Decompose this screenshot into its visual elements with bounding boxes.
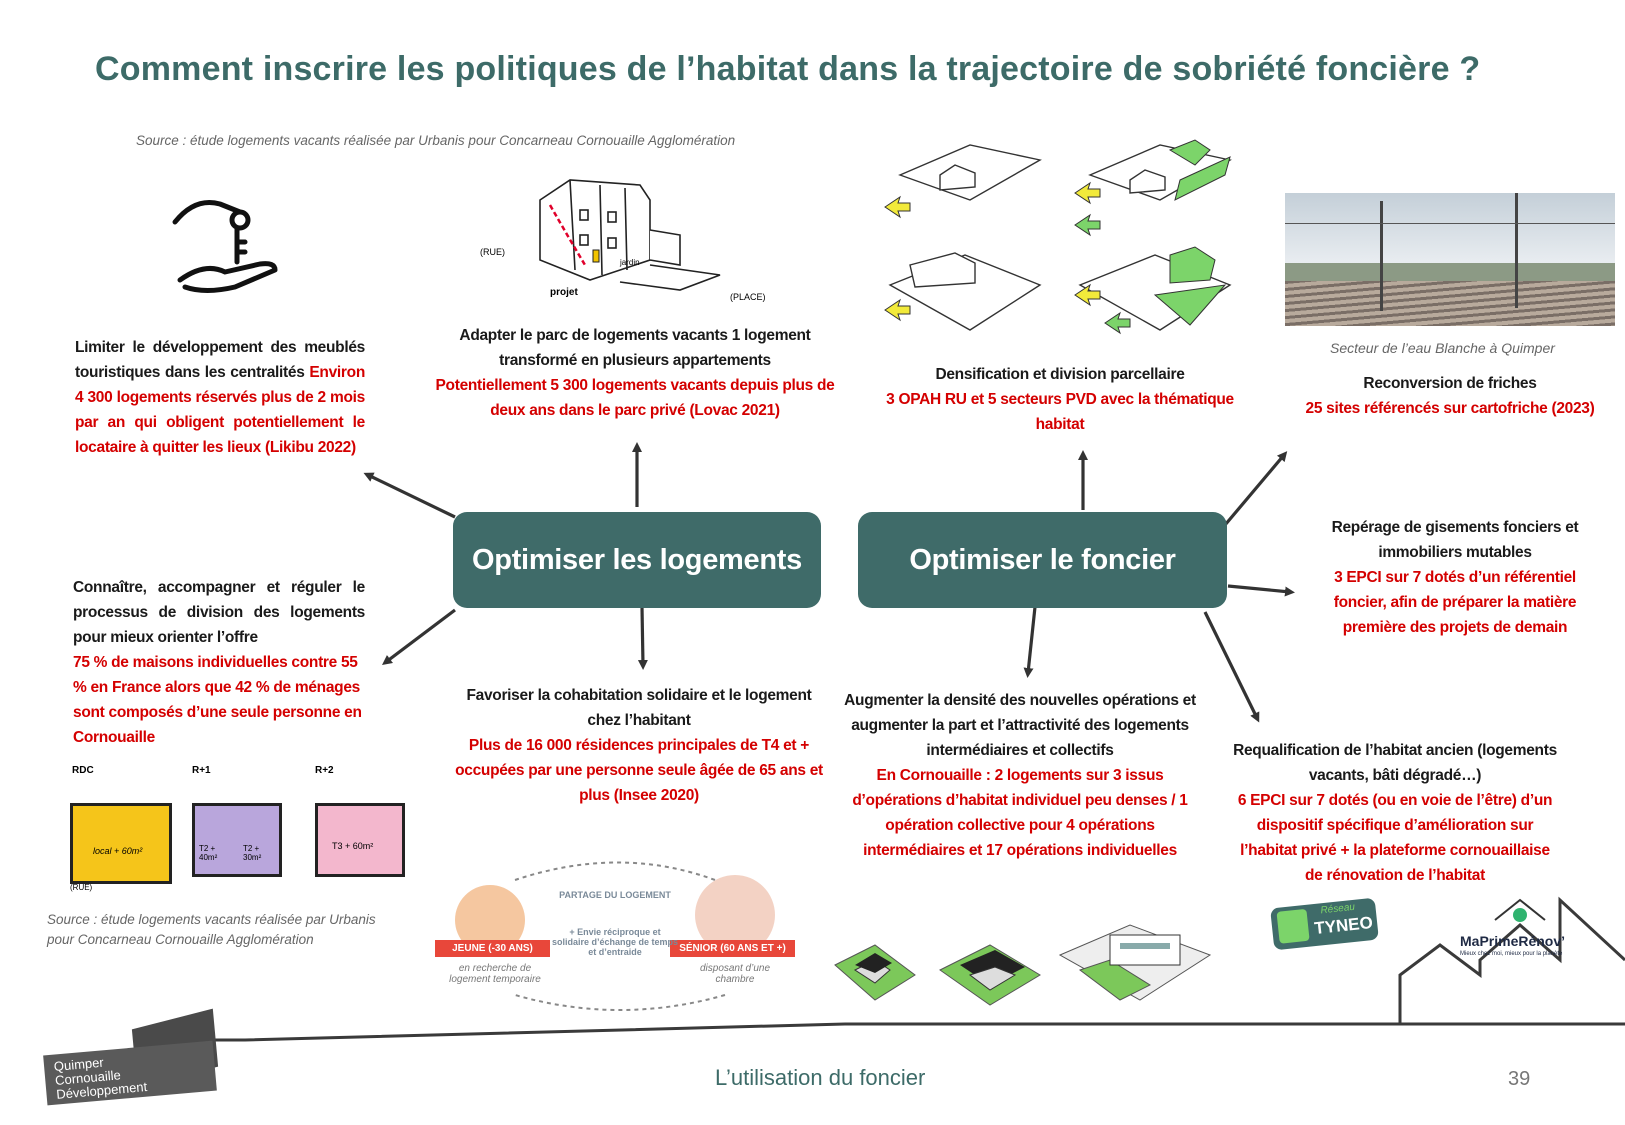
plan-r1: T2 + 40m² T2 + 30m² [192, 803, 282, 877]
jeune-desc: en recherche de logement temporaire [449, 963, 541, 985]
floor-plans: RDC R+1 R+2 local + 60m² T2 + 40m² T2 + … [70, 765, 405, 905]
arrow-to-friches [1223, 451, 1288, 527]
block-division: Connaître, accompagner et réguler le pro… [73, 575, 365, 750]
friches-heading: Reconversion de friches [1363, 375, 1537, 392]
meubles-heading: Limiter le développement des meublés tou… [75, 339, 365, 381]
partage-cycle-arrows [514, 861, 726, 1011]
block-densite: Augmenter la densité des nouvelles opéra… [842, 688, 1198, 863]
friches-photo [1285, 193, 1615, 326]
block-densification: Densification et division parcellaire 3 … [880, 362, 1240, 437]
arrow-to-meubles [363, 472, 456, 519]
friches-stat: 25 sites référencés sur cartofriche (202… [1305, 400, 1595, 417]
sketch-place-label: (PLACE) [730, 292, 766, 302]
sketch-projet-label: projet [550, 287, 578, 298]
gisements-stat: 3 EPCI sur 7 dotés d’un référentiel fonc… [1333, 569, 1577, 636]
densite-stat: En Cornouaille : 2 logements sur 3 issus… [852, 767, 1188, 859]
requalification-heading: Requalification de l’habitat ancien (log… [1233, 742, 1557, 784]
plan-r2-label: R+2 [315, 765, 334, 776]
house-outline [1398, 896, 1625, 1024]
parcel-division-sketches [884, 139, 1232, 335]
block-vacants: Adapter le parc de logements vacants 1 l… [430, 323, 840, 423]
densite-heading: Augmenter la densité des nouvelles opéra… [844, 692, 1196, 759]
vacants-heading: Adapter le parc de logements vacants 1 l… [459, 327, 811, 369]
friches-caption: Secteur de l’eau Blanche à Quimper [1330, 340, 1555, 356]
block-friches: Reconversion de friches 25 sites référen… [1290, 371, 1610, 421]
meubles-stat: Environ 4 300 logements réservés plus de… [75, 364, 365, 456]
division-heading: Connaître, accompagner et réguler le pro… [73, 579, 365, 646]
plan-rdc-label: RDC [72, 765, 94, 776]
arrow-to-densite [1023, 606, 1037, 678]
vacants-stat: Potentiellement 5 300 logements vacants … [435, 377, 835, 419]
plan-r2: T3 + 60m² [315, 803, 405, 877]
partage-logement-diagram: JEUNE (-30 ANS) SÉNIOR (60 ANS ET +) en … [435, 855, 805, 1015]
center-box-logements: Optimiser les logements [453, 512, 821, 608]
maprimerenov-roof-icon [1494, 898, 1546, 922]
center-box-foncier: Optimiser le foncier [858, 512, 1227, 608]
block-cohabitation: Favoriser la cohabitation solidaire et l… [450, 683, 828, 808]
block-meubles: Limiter le développement des meublés tou… [75, 335, 365, 460]
hand-key-icon [172, 200, 278, 293]
senior-label: SÉNIOR (60 ANS ET +) [670, 940, 795, 957]
source-top: Source : étude logements vacants réalisé… [136, 133, 736, 148]
footer-line [170, 1022, 1625, 1042]
footer-label: L’utilisation du foncier [715, 1065, 926, 1090]
cohabitation-stat: Plus de 16 000 résidences principales de… [455, 737, 823, 804]
densification-stat: 3 OPAH RU et 5 secteurs PVD avec la thém… [886, 391, 1234, 433]
cohabitation-heading: Favoriser la cohabitation solidaire et l… [466, 687, 812, 729]
division-stat: 75 % de maisons individuelles contre 55 … [73, 654, 362, 746]
sketch-jardin-label: jardin [619, 258, 640, 267]
senior-desc: disposant d’une chambre [699, 963, 771, 985]
block-requalification: Requalification de l’habitat ancien (log… [1230, 738, 1560, 888]
housing-models-icon [834, 924, 1212, 1006]
partage-middle: + Envie réciproque et solidaire d’échang… [551, 927, 679, 957]
source-bottom: Source : étude logements vacants réalisé… [47, 912, 376, 947]
arrow-to-cohabitation [637, 606, 648, 670]
plan-r1-label: R+1 [192, 765, 211, 776]
page-number: 39 [1508, 1068, 1531, 1090]
plan-rue-label: (RUE) [70, 883, 93, 892]
page-title: Comment inscrire les politiques de l’hab… [95, 50, 1481, 88]
gisements-heading: Repérage de gisements fonciers et immobi… [1331, 519, 1579, 561]
plan-rdc: local + 60m² [70, 803, 172, 884]
building-sketch-icon: (RUE) projet jardin (PLACE) [480, 179, 766, 302]
block-gisements: Repérage de gisements fonciers et immobi… [1310, 515, 1600, 640]
arrow-to-requalification [1203, 611, 1260, 723]
densification-heading: Densification et division parcellaire [935, 366, 1185, 383]
arrow-to-division [382, 608, 456, 666]
sketch-rue-label: (RUE) [480, 247, 505, 257]
arrow-to-gisements [1227, 584, 1295, 597]
requalification-stat: 6 EPCI sur 7 dotés (ou en voie de l’être… [1237, 792, 1553, 884]
jeune-label: JEUNE (-30 ANS) [435, 940, 550, 957]
tyneo-house-icon [1276, 908, 1310, 944]
qcd-logo: Quimper Cornouaille Développement [43, 1008, 219, 1106]
maprimerenov-logo: MaPrimeRénov’ Mieux chez moi, mieux pour… [1460, 895, 1580, 965]
partage-title: PARTAGE DU LOGEMENT [559, 890, 671, 900]
